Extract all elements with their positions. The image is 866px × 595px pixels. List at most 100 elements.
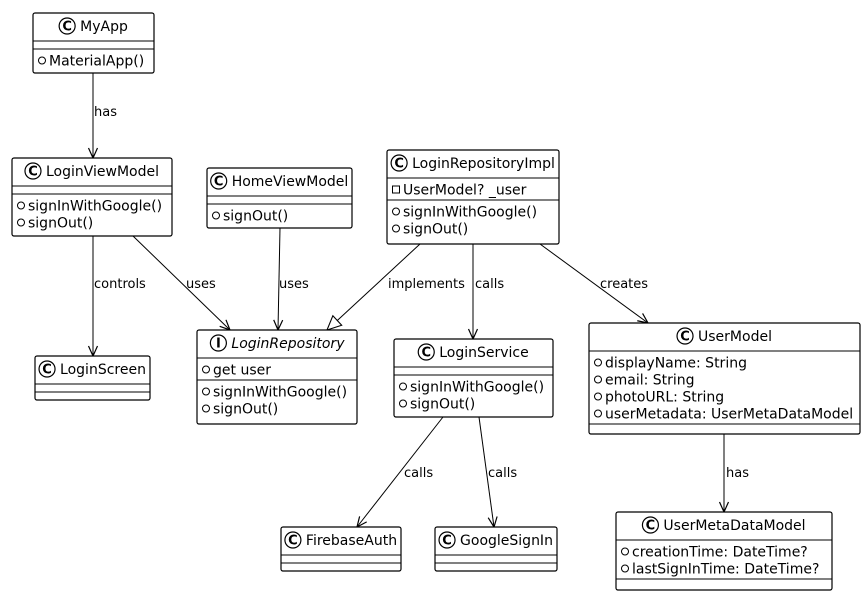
class-stereotype-icon: C — [676, 327, 694, 345]
relation-loginrepositoryimpl-loginrepository: implements — [327, 243, 465, 330]
class-box — [393, 338, 554, 418]
relation-loginviewmodel-loginrepository: uses — [132, 235, 230, 330]
public-visibility-icon — [594, 392, 602, 401]
relation-homeviewmodel-loginrepository: uses — [278, 227, 309, 330]
relation-myapp-loginviewmodel: has — [93, 73, 117, 158]
class-loginviewmodel[interactable]: C LoginViewModel signInWithGoogle()signOut… — [11, 157, 173, 237]
class-box — [434, 526, 558, 572]
class-name: LoginService — [439, 345, 529, 361]
public-visibility-icon — [202, 387, 210, 396]
class-box — [206, 167, 353, 229]
relation-loginrepositoryimpl-loginservice: calls — [473, 244, 504, 339]
class-field: userMetadata: UserMetaDataModel — [605, 407, 853, 423]
class-box — [386, 149, 560, 245]
svg-text:C: C — [214, 175, 224, 190]
relations-layer: has controls uses uses implements calls create… — [93, 73, 749, 527]
class-method: signOut() — [213, 402, 278, 418]
relation-label: calls — [404, 466, 433, 481]
relation-label: uses — [186, 277, 216, 292]
class-field: get user — [213, 363, 271, 379]
relation-label: calls — [475, 277, 504, 292]
svg-text:C: C — [442, 534, 452, 549]
class-stereotype-icon: C — [438, 531, 456, 549]
relation-label: creates — [600, 277, 648, 292]
public-visibility-icon — [38, 56, 46, 65]
class-name: UserModel — [698, 329, 772, 345]
relation-line — [478, 416, 494, 527]
class-name: FirebaseAuth — [306, 533, 397, 549]
relation-label: has — [726, 466, 749, 481]
public-visibility-icon — [17, 201, 25, 210]
class-stereotype-icon: C — [390, 154, 408, 172]
class-box — [615, 511, 833, 591]
relation-label: calls — [488, 466, 517, 481]
public-visibility-icon — [392, 207, 400, 216]
relation-line — [539, 243, 648, 323]
class-name: MyApp — [80, 19, 128, 35]
class-name: LoginViewModel — [46, 164, 159, 180]
relation-label: uses — [279, 277, 309, 292]
class-stereotype-icon: C — [24, 162, 42, 180]
public-visibility-icon — [17, 218, 25, 227]
class-field: creationTime: DateTime? — [632, 545, 808, 561]
class-method: signInWithGoogle() — [213, 385, 347, 401]
public-visibility-icon — [594, 358, 602, 367]
class-method: signInWithGoogle() — [403, 205, 537, 221]
public-visibility-icon — [392, 224, 400, 233]
svg-text:C: C — [28, 165, 38, 180]
relation-loginrepositoryimpl-usermodel: creates — [539, 243, 648, 323]
class-stereotype-icon: C — [58, 17, 76, 35]
class-field: photoURL: String — [605, 390, 724, 406]
class-method: signOut() — [28, 216, 93, 232]
relation-line — [327, 243, 421, 330]
class-box — [34, 355, 151, 401]
class-method: signOut() — [410, 397, 475, 413]
class-stereotype-icon: C — [417, 343, 435, 361]
svg-text:C: C — [421, 346, 431, 361]
svg-text:C: C — [42, 363, 52, 378]
class-box — [280, 526, 402, 572]
svg-text:C: C — [394, 157, 404, 172]
relation-label: controls — [94, 277, 146, 292]
class-field: displayName: String — [605, 356, 747, 372]
class-method: signOut() — [403, 222, 468, 238]
private-visibility-icon — [392, 185, 400, 194]
relation-loginservice-googlesignin: calls — [478, 416, 517, 527]
relation-label: has — [94, 105, 117, 120]
relation-label: implements — [388, 277, 465, 292]
relation-line — [278, 227, 280, 330]
class-method: signInWithGoogle() — [410, 380, 544, 396]
class-name: LoginRepository — [231, 336, 345, 352]
class-method: signOut() — [223, 209, 288, 225]
class-name: UserMetaDataModel — [663, 518, 805, 534]
class-loginservice[interactable]: C LoginService signInWithGoogle()signOut() — [393, 338, 554, 418]
interface-stereotype-icon: I — [209, 334, 227, 352]
class-homeviewmodel[interactable]: C HomeViewModel signOut() — [206, 167, 353, 229]
class-firebaseauth[interactable]: C FirebaseAuth — [280, 526, 402, 572]
public-visibility-icon — [202, 365, 210, 374]
public-visibility-icon — [594, 409, 602, 418]
public-visibility-icon — [621, 564, 629, 573]
class-field: email: String — [605, 373, 695, 389]
class-field: UserModel? _user — [403, 183, 527, 199]
relation-loginviewmodel-loginscreen: controls — [93, 236, 146, 356]
class-stereotype-icon: C — [284, 531, 302, 549]
relation-line — [132, 235, 230, 330]
class-name: HomeViewModel — [232, 174, 349, 190]
svg-text:C: C — [288, 534, 298, 549]
public-visibility-icon — [212, 211, 220, 220]
class-box — [196, 329, 358, 425]
relation-usermodel-usermetadatamodel: has — [724, 434, 749, 512]
class-method: signInWithGoogle() — [28, 199, 162, 215]
class-stereotype-icon: C — [38, 360, 56, 378]
svg-text:C: C — [62, 20, 72, 35]
